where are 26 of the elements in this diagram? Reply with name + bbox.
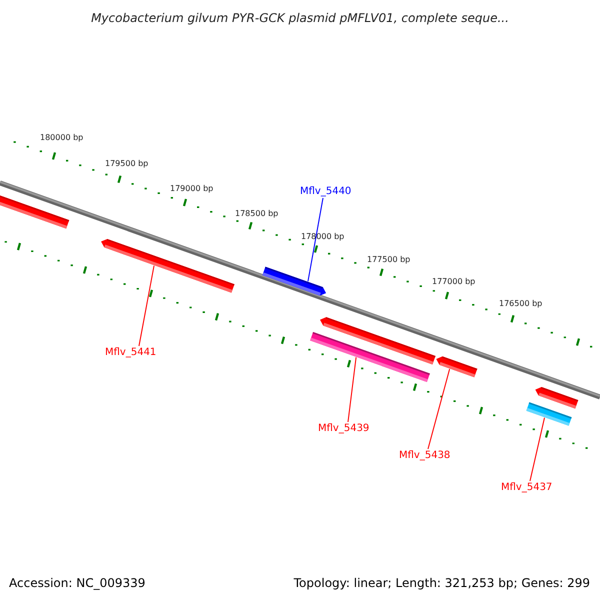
position-label: 179500 bp	[105, 159, 148, 169]
leader-line	[530, 417, 545, 482]
position-label: 176500 bp	[499, 299, 542, 309]
gene-label: Mflv_5441	[105, 346, 156, 359]
gene-bar	[262, 266, 326, 296]
leader-line	[428, 368, 450, 450]
gene-bar	[535, 387, 578, 409]
position-label: 179000 bp	[170, 184, 214, 194]
gene-label: Mflv_5439	[318, 422, 370, 435]
footer-text: Topology: linear; Length: 321,253 bp; Genes: 299	[294, 575, 590, 592]
leader-line	[348, 356, 357, 422]
position-label: 177500 bp	[367, 255, 410, 265]
gene-bar	[0, 195, 70, 229]
gene-bar	[526, 402, 572, 426]
gene-label: Mflv_5440	[300, 185, 352, 198]
position-label: 178500 bp	[235, 209, 278, 219]
gene-bar	[101, 238, 234, 293]
gene-bar	[436, 356, 478, 378]
position-label: 180000 bp	[40, 133, 84, 143]
position-label: 177000 bp	[432, 277, 476, 287]
gene-bar	[310, 332, 430, 382]
footer-text: Accession: NC_009339	[9, 575, 146, 592]
gene-label: Mflv_5437	[501, 481, 552, 494]
leader-line	[138, 265, 155, 346]
gene-label: Mflv_5438	[399, 449, 450, 462]
title: Mycobacterium gilvum PYR-GCK plasmid pMFLV01, complete seque...	[90, 10, 510, 27]
